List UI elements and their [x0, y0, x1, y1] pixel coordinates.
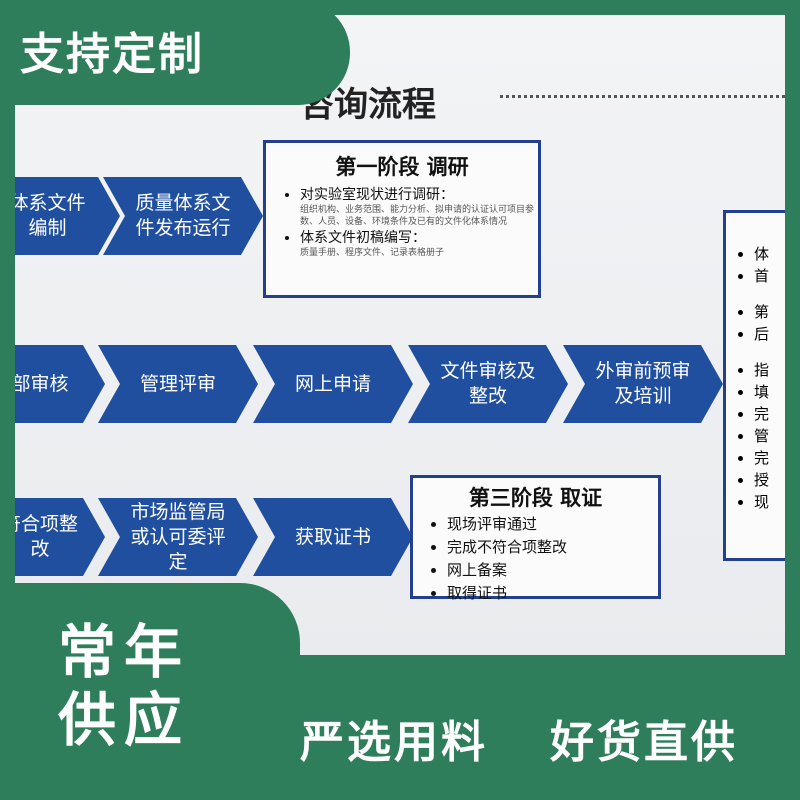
- supply-badge: [0, 583, 300, 800]
- stage3-item: 网上备案: [447, 560, 658, 581]
- step-row1-1: 体系文件编制: [15, 177, 120, 255]
- stage2-item: 第: [754, 301, 785, 323]
- stage2-item: 完: [754, 403, 785, 425]
- custom-badge-label: 支持定制: [20, 29, 204, 80]
- stage1-item: 对实验室现状进行调研：组织机构、业务范围、能力分析、拟申请的认证认可项目参数、人…: [300, 187, 538, 228]
- step-row2-5: 外审前预审及培训: [563, 345, 723, 423]
- supply-badge-label: 常年供应: [58, 618, 191, 754]
- title-divider: [500, 95, 785, 98]
- step-row3-3: 获取证书: [253, 498, 413, 576]
- stage2-item: 填: [754, 381, 785, 403]
- stage3-item: 完成不符合项整改: [447, 537, 658, 558]
- stage1-item: 体系文件初稿编写：质量手册、程序文件、记录表格册子: [300, 230, 538, 259]
- step-row3-2: 市场监管局或认可委评定: [98, 498, 258, 576]
- stage2-item: 管: [754, 425, 785, 447]
- stage3-item: 取得证书: [447, 583, 658, 604]
- step-row2-4: 文件审核及整改: [408, 345, 568, 423]
- step-row3-1: 符合项整改: [15, 498, 105, 576]
- stage2-item: 现: [754, 491, 785, 513]
- stage1-title: 第一阶段 调研: [335, 154, 469, 179]
- stage2-item: 指: [754, 359, 785, 381]
- stage3-item: 现场评审通过: [447, 514, 658, 535]
- slogan-quality: 严选用料: [300, 717, 488, 768]
- stage2-item: 体: [754, 243, 785, 265]
- process-diagram: 咨询流程 体系文件编制 质量体系文件发布运行 第一阶段 调研 对实验室现状进行调…: [15, 15, 785, 655]
- step-row2-2: 管理评审: [98, 345, 258, 423]
- stage2-box-partial: 体 首 第 后 指 填 完 管 完 授 现: [723, 210, 785, 561]
- slogan-direct: 好货直供: [550, 717, 738, 768]
- step-row2-1: 部审核: [15, 345, 105, 423]
- stage1-box: 第一阶段 调研 对实验室现状进行调研：组织机构、业务范围、能力分析、拟申请的认证…: [263, 140, 541, 298]
- stage2-item: 后: [754, 323, 785, 345]
- step-row2-3: 网上申请: [253, 345, 413, 423]
- stage2-item: 完: [754, 447, 785, 469]
- stage2-item: 首: [754, 265, 785, 287]
- step-row1-2: 质量体系文件发布运行: [103, 177, 263, 255]
- stage3-box: 第三阶段 取证 现场评审通过 完成不符合项整改 网上备案 取得证书: [410, 475, 661, 602]
- stage3-title: 第三阶段 取证: [468, 485, 603, 510]
- custom-badge: [0, 0, 350, 105]
- stage2-item: 授: [754, 469, 785, 491]
